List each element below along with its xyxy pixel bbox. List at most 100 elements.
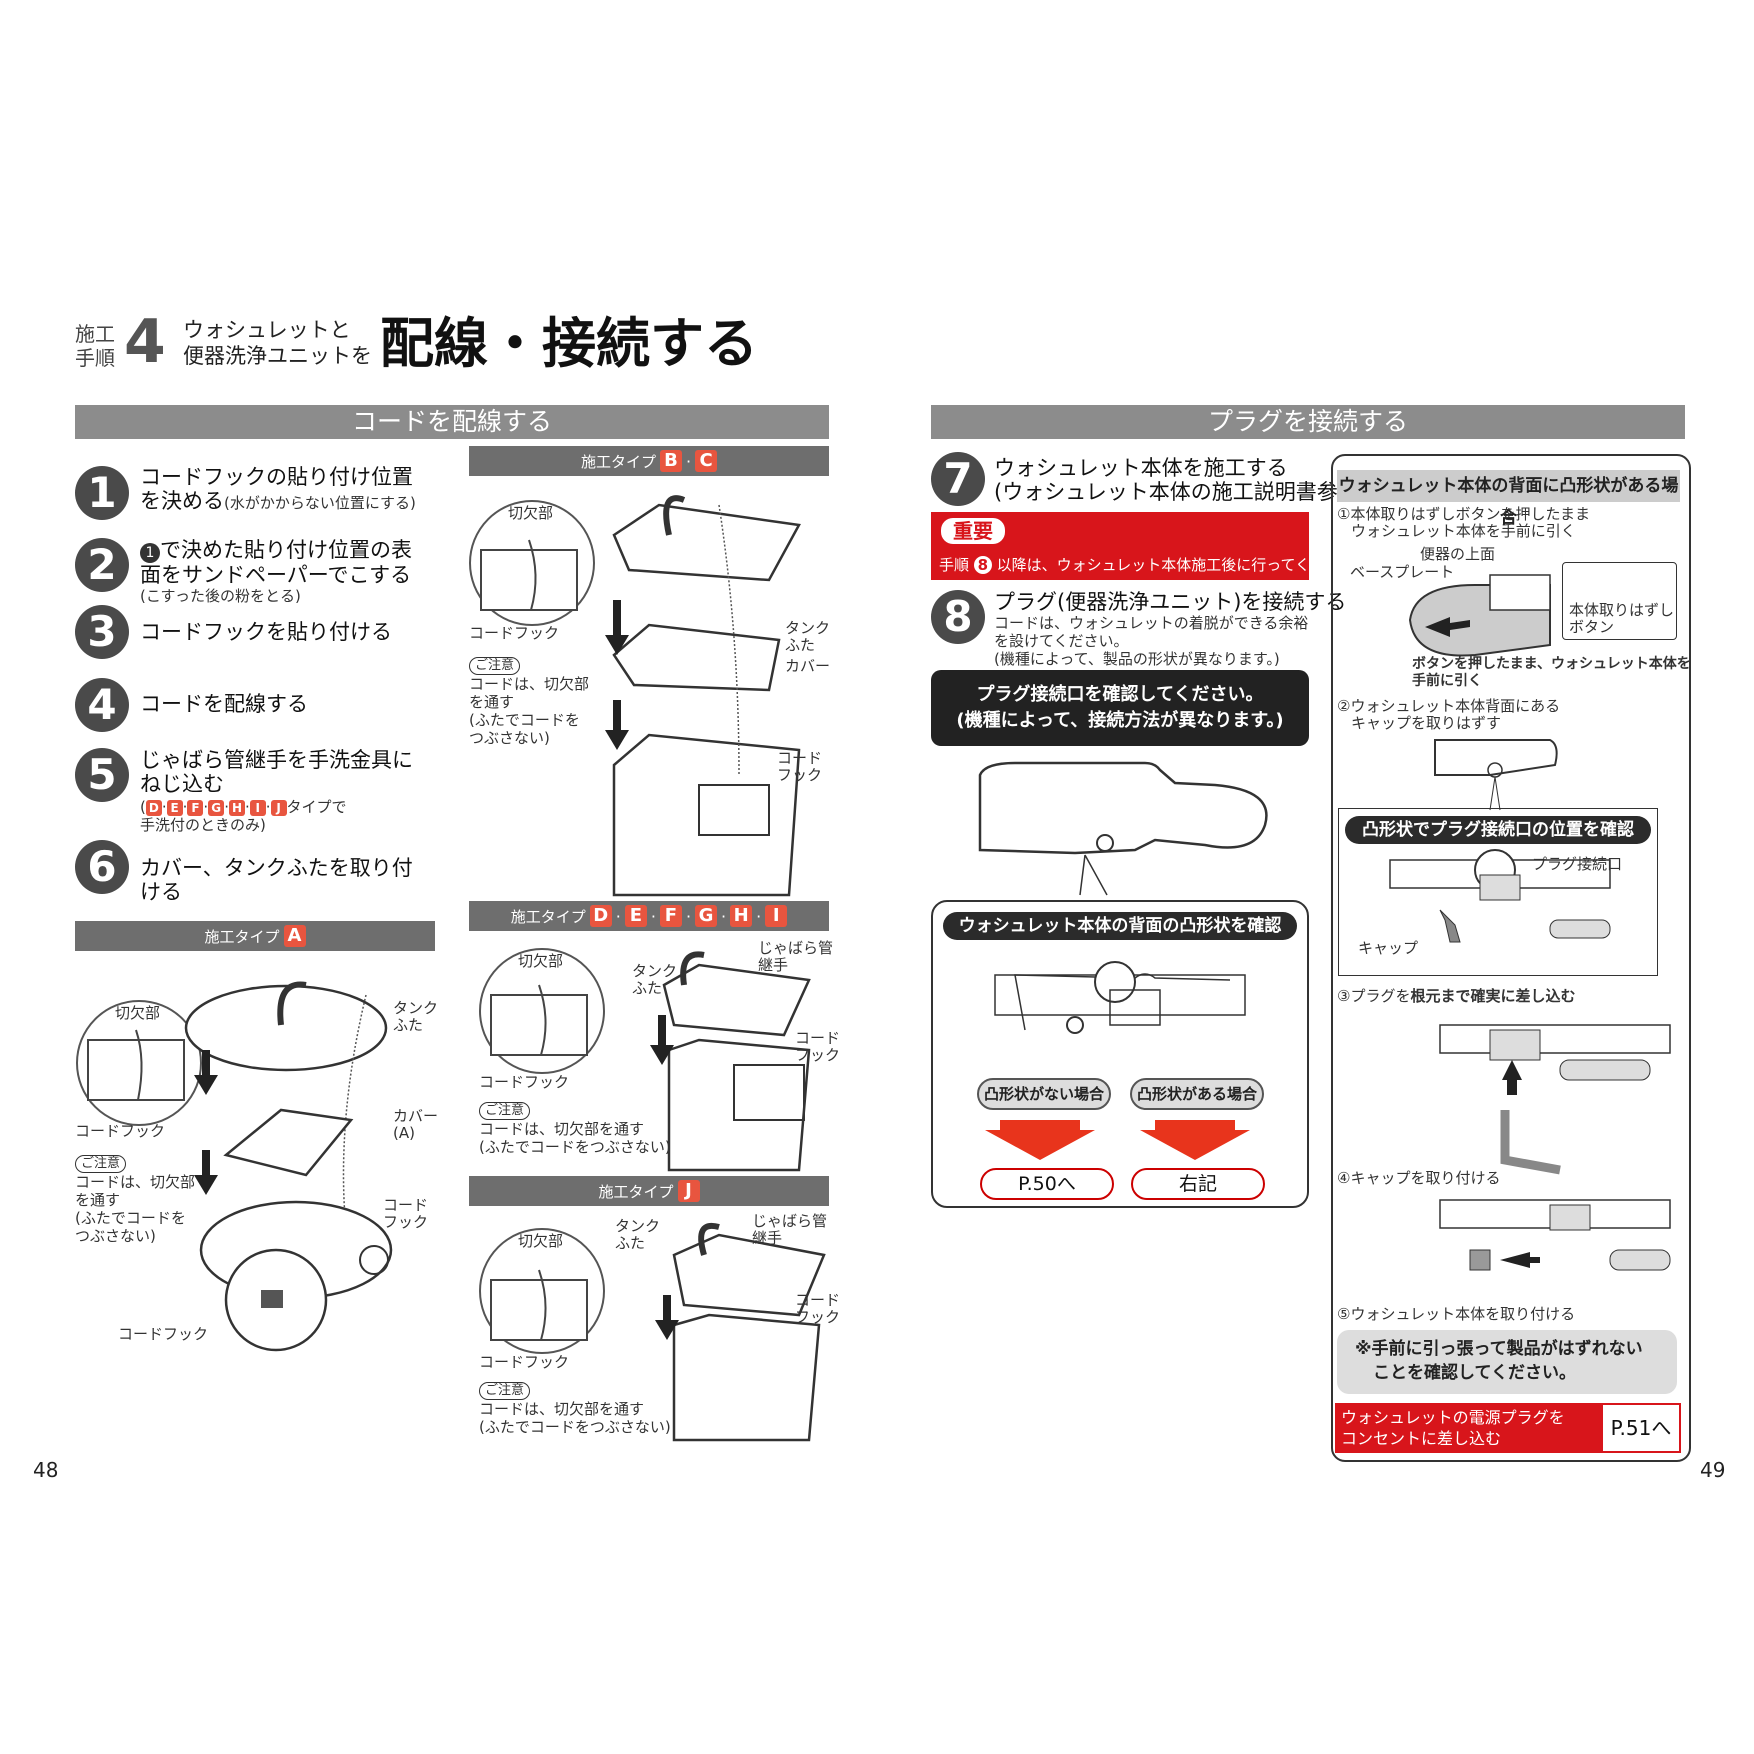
step-1-text: コードフックの貼り付け位置 を決める(水がかからない位置にする) [140,465,416,513]
panel-cap-diagram [1434,739,1558,811]
confirm-plug-box: プラグ接続口を確認してください。 (機種によって、接続方法が異なります。) [931,670,1309,746]
type-j-hook-label: コード フック [795,1292,840,1326]
step5-type-e: E [166,800,183,816]
type-bar-a: 施工タイプ A [75,921,435,951]
type-a-hook-1: コード [383,1196,429,1214]
type-dh-bellows-2: 継手 [758,956,789,974]
panel-port-diagram [1389,849,1611,943]
type-j-tanklid-label: タンク ふた [615,1218,660,1252]
type-a-notch-label: 切欠部 [115,1004,161,1022]
type-dh-caution: ご注意 コードは、切欠部を通す (ふたでコードをつぶさない) [479,1100,671,1156]
step-7-number: 7 [931,452,985,506]
check-shape-diagram [994,961,1246,1034]
panel-s3: ③プラグを根元まで確実に差し込む [1337,988,1575,1005]
type-dh-tanklid-1: タンク [632,962,678,980]
type-dh-tag-f: F [659,905,682,927]
type-j-notch-label: 切欠部 [518,1232,564,1250]
type-dh-tanklid-2: ふた [632,979,663,997]
step-7-text: ウォシュレット本体を施工する (ウォシュレット本体の施工説明書参照) [994,456,1367,504]
step5-type-g: G [208,800,225,816]
panel-s4: ④キャップを取り付ける [1337,1169,1501,1187]
type-dh-hook-2: フック [795,1046,841,1064]
type-bc-label: 施工タイプ [580,452,656,471]
type-j-caution-2: (ふたでコードをつぶさない) [479,1418,671,1436]
type-a-caution: ご注意 コードは、切欠部 を通す (ふたでコードを つぶさない) [75,1153,195,1245]
important-body: 以降は、ウォシュレット本体施工後に行ってください。 [996,556,1371,574]
type-a-hook-2: フック [383,1213,429,1231]
type-bc-tag-c: C [695,450,718,472]
important-badge: 重要 [941,518,1005,544]
type-bar-j: 施工タイプ J [469,1176,829,1206]
type-bc-hook-2: フック [777,766,823,784]
type-j-bellows-2: 継手 [752,1229,783,1247]
check-shape-label: ウォシュレット本体の背面の凸形状を確認 [943,912,1297,940]
type-j-diagram [490,1222,826,1442]
type-a-caution-2: を通す [75,1191,121,1209]
type-a-caution-3: (ふたでコードを [75,1209,186,1227]
panel-cap-attach-diagram [1439,1199,1671,1271]
type-a-tag: A [283,925,306,947]
panel-s2-line1: ②ウォシュレット本体背面にある [1337,697,1561,715]
panel-s1: ①本体取りはずしボタンを押したまま ウォシュレット本体を手前に引く [1337,506,1590,540]
type-a-tanklid-label: タンク ふた [393,1000,438,1034]
step-8-line2: コードは、ウォシュレットの着脱ができる余裕 [994,614,1309,632]
panel-s1-line1: ①本体取りはずしボタンを押したまま [1337,505,1590,523]
type-j-bellows-label: じゃばら管 継手 [752,1213,827,1247]
type-bc-tag-b: B [659,450,682,472]
important-step-ref: 8 [973,556,992,574]
step-5-note-suffix: タイプで [286,798,347,816]
type-a-tanklid-1: タンク [393,999,439,1017]
step-7-line2: (ウォシュレット本体の施工説明書参照) [994,480,1367,504]
goto-right-button[interactable]: 右記 [1131,1168,1265,1200]
type-bc-caution-4: つぶさない) [469,729,550,747]
panel-s2-line2: キャップを取りはずす [1351,714,1502,732]
step5-type-h: H [228,800,245,816]
plug-insert-line2: コンセントに差し込む [1341,1429,1502,1448]
type-j-tanklid-1: タンク [615,1217,661,1235]
type-bc-caution-3: (ふたでコードを [469,711,580,729]
type-dh-caution-1: コードは、切欠部を通す [479,1120,645,1138]
type-dh-tag-i: I [765,905,788,927]
step-8-line3: を設けてください。 [994,632,1129,650]
type-a-cover-label: カバー (A) [393,1108,438,1142]
step-8-line1: プラグ(便器洗浄ユニット)を接続する [994,590,1347,614]
type-dh-caution-2: (ふたでコードをつぶさない) [479,1138,671,1156]
panel-warning-2: ことを確認してください。 [1373,1363,1576,1383]
type-a-hook-label: コード フック [383,1197,428,1231]
step-6-line1: カバー、タンクふたを取り付 [140,856,413,880]
step-5-line2: ねじ込む [140,772,224,796]
panel-release-btn: 本体取りはずし ボタン [1569,602,1674,636]
type-bc-hook-label: コード フック [777,750,822,784]
type-bc-diagram [480,495,801,897]
panel-seat-diagram [1408,574,1551,657]
goto-p51-button[interactable]: P.51へ [1601,1403,1681,1453]
important-text: 手順 8 以降は、ウォシュレット本体施工後に行ってください。 [939,554,1370,575]
no-shape-pill: 凸形状がない場合 [977,1078,1111,1110]
type-j-tanklid-2: ふた [615,1234,646,1252]
step5-type-d: D [145,800,162,816]
step-2-note: (こすった後の粉をとる) [140,587,301,605]
step-8-text: プラグ(便器洗浄ユニット)を接続する コードは、ウォシュレットの着脱ができる余裕… [994,590,1346,668]
panel-toilet-top: 便器の上面 [1420,545,1496,563]
type-a-caution-1: コードは、切欠部 [75,1173,196,1191]
type-dh-caution-badge: ご注意 [479,1102,531,1120]
type-a-label: 施工タイプ [204,927,280,946]
step-6-line2: ける [140,880,182,904]
panel-warning-1: ※手前に引っ張って製品がはずれない [1355,1339,1643,1359]
goto-p50-button[interactable]: P.50へ [980,1168,1114,1200]
type-a-hook-bottom-label: コードフック [118,1325,209,1343]
type-dh-tag-e: E [624,905,647,927]
step-2-number: 2 [75,538,129,592]
type-dh-hook-label: コード フック [795,1030,840,1064]
type-bc-caution-2: を通す [469,693,515,711]
step5-type-f: F [187,800,204,816]
header-subtitle: ウォシュレットと 便器洗浄ユニットを [183,317,372,369]
page-number-right: 49 [1700,1458,1726,1482]
step-5-number: 5 [75,748,129,802]
red-arrows [985,1120,1250,1160]
step-8-line4: (機種によって、製品の形状が異なります。) [994,650,1280,668]
type-bc-cordhook-label: コードフック [469,624,560,642]
step-5-note-line2: 手洗付のときのみ) [140,816,266,834]
